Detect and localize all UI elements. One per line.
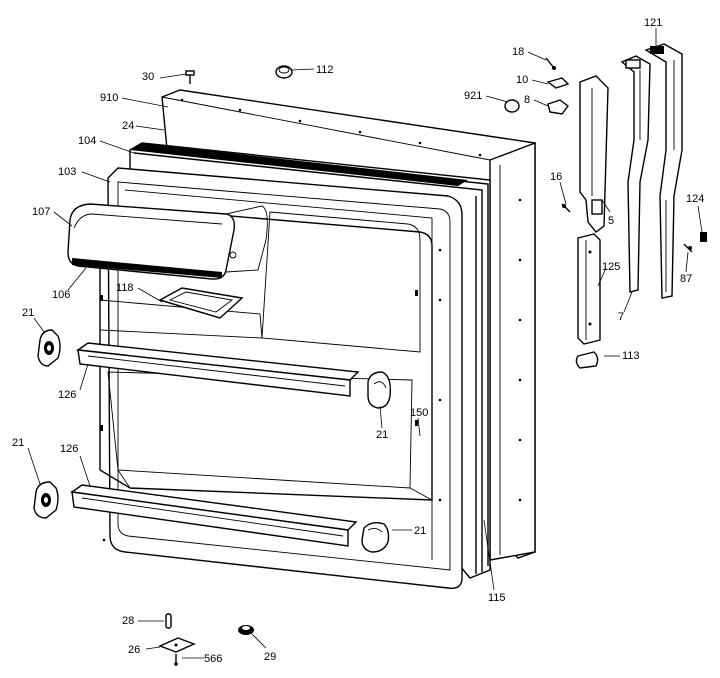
clip-10 — [546, 77, 570, 89]
callout-103: 103 — [58, 166, 76, 178]
callout-124: 124 — [686, 193, 704, 205]
plate-26 — [158, 637, 196, 653]
callout-8: 8 — [524, 94, 530, 106]
leader-lines — [27, 28, 703, 659]
callout-24: 24 — [122, 120, 134, 132]
screw-16 — [561, 203, 571, 213]
handle-rail-7 — [620, 55, 651, 293]
callout-910: 910 — [100, 92, 118, 104]
upper-shelf-bar — [76, 342, 360, 397]
callout-26: 26 — [128, 644, 140, 656]
callout-115: 115 — [488, 592, 506, 604]
callout-28: 28 — [122, 615, 134, 627]
plug-921 — [504, 99, 520, 113]
handle-rail-121 — [644, 43, 683, 299]
callout-21-lower-right: 21 — [414, 525, 426, 537]
callout-106: 106 — [52, 289, 70, 301]
callout-118: 118 — [116, 282, 134, 294]
callout-labels: 30 112 910 24 104 103 107 106 118 21 126… — [12, 17, 704, 665]
callout-113: 113 — [622, 350, 640, 362]
shelf-end-cap-upper-left — [37, 329, 61, 367]
callout-150: 150 — [410, 407, 428, 419]
callout-10: 10 — [516, 74, 528, 86]
callout-7: 7 — [618, 311, 624, 323]
butter-tray — [158, 287, 244, 319]
callout-87: 87 — [680, 273, 692, 285]
shelf-end-cap-upper-right — [367, 371, 392, 409]
callout-126-lower: 126 — [60, 443, 78, 455]
hinge-bracket-5 — [579, 75, 609, 233]
plug-112 — [275, 65, 293, 79]
trim-strip-125 — [577, 233, 601, 345]
callout-566: 566 — [204, 653, 222, 665]
callout-107: 107 — [32, 206, 50, 218]
callout-30: 30 — [142, 71, 154, 83]
callout-21-upper-left: 21 — [22, 307, 34, 319]
dairy-compartment-door — [67, 203, 268, 280]
callout-126-upper: 126 — [58, 389, 76, 401]
lower-shelf-bar — [70, 484, 358, 547]
callout-104: 104 — [78, 135, 96, 147]
callout-5: 5 — [608, 215, 614, 227]
callout-16: 16 — [550, 171, 562, 183]
shelf-end-cap-lower-left — [33, 481, 59, 519]
callout-112: 112 — [316, 64, 334, 76]
callout-21-upper-right: 21 — [376, 429, 388, 441]
screw-566 — [174, 654, 178, 666]
shelf-end-cap-lower-right — [361, 521, 390, 553]
cap-113 — [575, 351, 599, 369]
callout-921: 921 — [464, 90, 482, 102]
callout-18: 18 — [512, 46, 524, 58]
callout-21-lower-left: 21 — [12, 437, 24, 449]
callout-29: 29 — [264, 651, 276, 663]
clip-8 — [547, 99, 569, 115]
callout-125: 125 — [602, 261, 620, 273]
screw-87 — [683, 243, 693, 253]
bumper-29 — [238, 625, 254, 635]
screw-30 — [185, 70, 195, 84]
screw-18 — [545, 57, 556, 70]
clip-124 — [700, 232, 707, 242]
pin-28 — [165, 613, 172, 629]
callout-121: 121 — [644, 17, 662, 29]
